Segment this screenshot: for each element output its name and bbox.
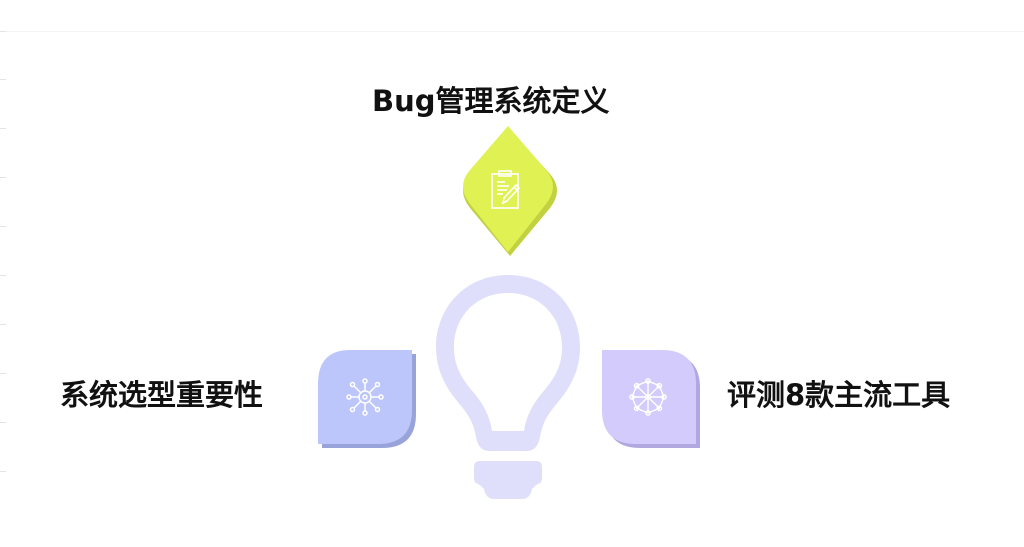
ruler-tick bbox=[0, 31, 6, 32]
ruler-tick bbox=[0, 79, 6, 80]
ruler-tick bbox=[0, 373, 6, 374]
item-label-importance: 系统选型重要性 bbox=[60, 378, 264, 412]
ruler-tick bbox=[0, 422, 6, 423]
network-hub-icon bbox=[346, 378, 384, 416]
network-wheel-icon bbox=[629, 378, 667, 416]
document-edit-icon bbox=[491, 170, 521, 209]
ruler-tick bbox=[0, 177, 6, 178]
item-label-tools: 评测8款主流工具 bbox=[727, 378, 951, 412]
lightbulb-icon bbox=[436, 275, 580, 499]
top-divider bbox=[0, 31, 1024, 32]
ruler-tick bbox=[0, 226, 6, 227]
ruler-tick bbox=[0, 324, 6, 325]
definition-diamond bbox=[463, 126, 557, 256]
ruler-tick bbox=[0, 275, 6, 276]
ruler-tick bbox=[0, 128, 6, 129]
item-label-definition: Bug管理系统定义 bbox=[372, 84, 610, 118]
ruler-tick bbox=[0, 471, 6, 472]
